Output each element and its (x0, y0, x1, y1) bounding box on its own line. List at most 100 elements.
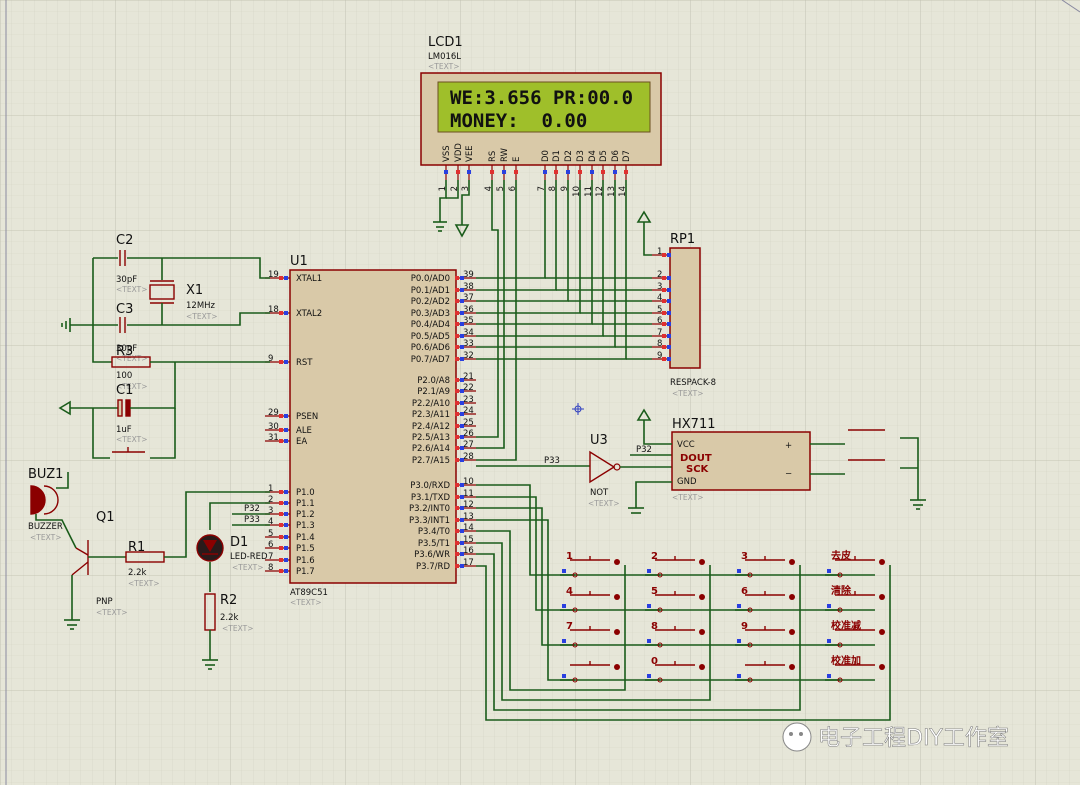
mcu-pin-10-name: P3.0/RXD (410, 481, 450, 491)
key-2-4[interactable]: 清除 (827, 584, 885, 613)
key-4-1[interactable] (562, 661, 620, 683)
lcd-pin-13-dot (613, 170, 617, 174)
key-1-4-label: 去皮 (831, 549, 851, 562)
rp1-pin-9-number: 9 (657, 351, 662, 361)
mcu-pin-29-dot-blue (284, 414, 288, 418)
mcu-pin-31-number: 31 (268, 433, 279, 443)
mcu-pin-4-dot-red (279, 523, 283, 527)
mcu-pin-24-number: 24 (463, 406, 474, 416)
mcu-pin-15-dot-blue (460, 541, 464, 545)
net-label-p33-gate: P33 (544, 456, 560, 466)
mcu-pin-17-name: P3.7/RD (416, 562, 450, 572)
hx711-dout-label: DOUT (680, 453, 712, 464)
mcu-pin-21-number: 21 (463, 372, 474, 382)
mcu-pin-28-dot-blue (460, 458, 464, 462)
mcu-pin-6-name: P1.5 (296, 544, 315, 554)
mcu-pin-15-number: 15 (463, 535, 474, 545)
c2-ref: C2 (116, 233, 133, 248)
key-4-2-terminal (657, 677, 663, 683)
r1-value: 2.2k (128, 568, 147, 578)
lcd-pin-9-number: 9 (560, 186, 570, 191)
not-gate-u3[interactable]: U3 P33 NOT <TEXT> P32 (476, 433, 672, 508)
mcu-pin-10-dot-blue (460, 483, 464, 487)
lcd-pin-6-number: 6 (508, 186, 518, 191)
r2-value: 2.2k (220, 613, 239, 623)
rp1-pin-1-number: 1 (657, 247, 662, 257)
key-3-4-terminal (837, 642, 843, 648)
key-4-3-dot (737, 674, 741, 678)
mcu-pin-38-number: 38 (463, 282, 474, 292)
r1-text-tag: <TEXT> (128, 579, 159, 588)
mcu-pin-34-dot-red (455, 334, 459, 338)
x1-text-tag: <TEXT> (186, 312, 217, 321)
lcd-pin-4-dot (490, 170, 494, 174)
key-2-2-dot (647, 604, 651, 608)
key-4-3[interactable] (737, 661, 795, 683)
key-3-3-contact (789, 629, 795, 635)
key-1-1-label: 1 (566, 551, 573, 562)
key-1-1[interactable]: 1 (562, 551, 620, 578)
mcu-pin-13-name: P3.3/INT1 (409, 516, 450, 526)
mcu-pin-30-dot-red (279, 428, 283, 432)
r3-ref: R3 (116, 344, 133, 359)
r3-text-tag: <TEXT> (116, 382, 147, 391)
mcu-pin-18-name: XTAL2 (296, 309, 322, 319)
mcu-pin-28-name: P2.7/A15 (412, 456, 450, 466)
mcu-pin-32-dot-red (455, 357, 459, 361)
key-1-2[interactable]: 2 (647, 551, 705, 578)
lcd-pins: VSS1VDD2VEE3RS4RW5E6D07D18D29D310D411D51… (438, 143, 632, 197)
mcu-pin-35-name: P0.4/AD4 (411, 320, 450, 330)
key-1-2-dot (647, 569, 651, 573)
mcu-pin-35-dot-blue (460, 322, 464, 326)
key-4-4[interactable]: 校准加 (827, 654, 885, 683)
mcu-pin-3-name: P1.2 (296, 510, 315, 520)
key-3-1[interactable]: 7 (562, 621, 620, 648)
key-3-2[interactable]: 8 (647, 621, 705, 648)
lcd-pin-13-name: D6 (611, 150, 621, 162)
d1-ref: D1 (230, 535, 248, 550)
key-2-2[interactable]: 5 (647, 586, 705, 613)
key-3-4[interactable]: 校准减 (827, 619, 885, 648)
lcd-pin-4-number: 4 (484, 186, 494, 191)
mcu-pin-6-dot-red (279, 546, 283, 550)
mcu-pin-8-dot-red (279, 569, 283, 573)
c1-ref: C1 (116, 383, 133, 398)
hx711-module[interactable]: HX711 VCC DOUT SCK GND + − <TEXT> (628, 408, 926, 514)
mcu-pin-21-dot-red (455, 378, 459, 382)
key-1-4[interactable]: 去皮 (827, 549, 885, 578)
key-1-3[interactable]: 3 (737, 551, 795, 578)
lcd-pin-12-dot (601, 170, 605, 174)
key-2-2-label: 5 (651, 586, 658, 597)
mcu-pin-2-name: P1.1 (296, 499, 315, 509)
mcu-pin-27-name: P2.6/A14 (412, 444, 450, 454)
mcu-pin-12-dot-blue (460, 506, 464, 510)
d1-model: LED-RED (230, 552, 268, 562)
mcu-pin-24-name: P2.3/A11 (412, 410, 450, 420)
mcu-pin-38-dot-blue (460, 288, 464, 292)
mcu-pin-26-name: P2.5/A13 (412, 433, 450, 443)
mcu-pin-25-name: P2.4/A12 (412, 422, 450, 432)
lcd-pin-8-dot (554, 170, 558, 174)
rp1-pin-9-dot-red (662, 357, 666, 361)
key-4-2[interactable]: 0 (647, 656, 705, 683)
mcu-pin-16-dot-red (455, 552, 459, 556)
rp1-model: RESPACK-8 (670, 378, 716, 388)
lcd-module[interactable]: LCD1 LM016L <TEXT> WE:3.656 PR:00.0 MONE… (420, 35, 662, 197)
mcu-pin-1-dot-red (279, 490, 283, 494)
key-1-2-label: 2 (651, 551, 658, 562)
key-2-3[interactable]: 6 (737, 586, 795, 613)
rp1-pin-4-dot-blue (667, 299, 671, 303)
key-1-2-contact (699, 559, 705, 565)
led-circuit: D1 LED-RED <TEXT> R2 2.2k <TEXT> P32 P33 (196, 502, 270, 670)
rp1-pin-1-dot-blue (667, 253, 671, 257)
key-3-3[interactable]: 9 (737, 621, 795, 648)
mcu-pin-13-number: 13 (463, 512, 474, 522)
key-4-3-contact (789, 664, 795, 670)
key-2-1[interactable]: 4 (562, 586, 620, 613)
lcd-pin-13-number: 13 (607, 186, 617, 197)
